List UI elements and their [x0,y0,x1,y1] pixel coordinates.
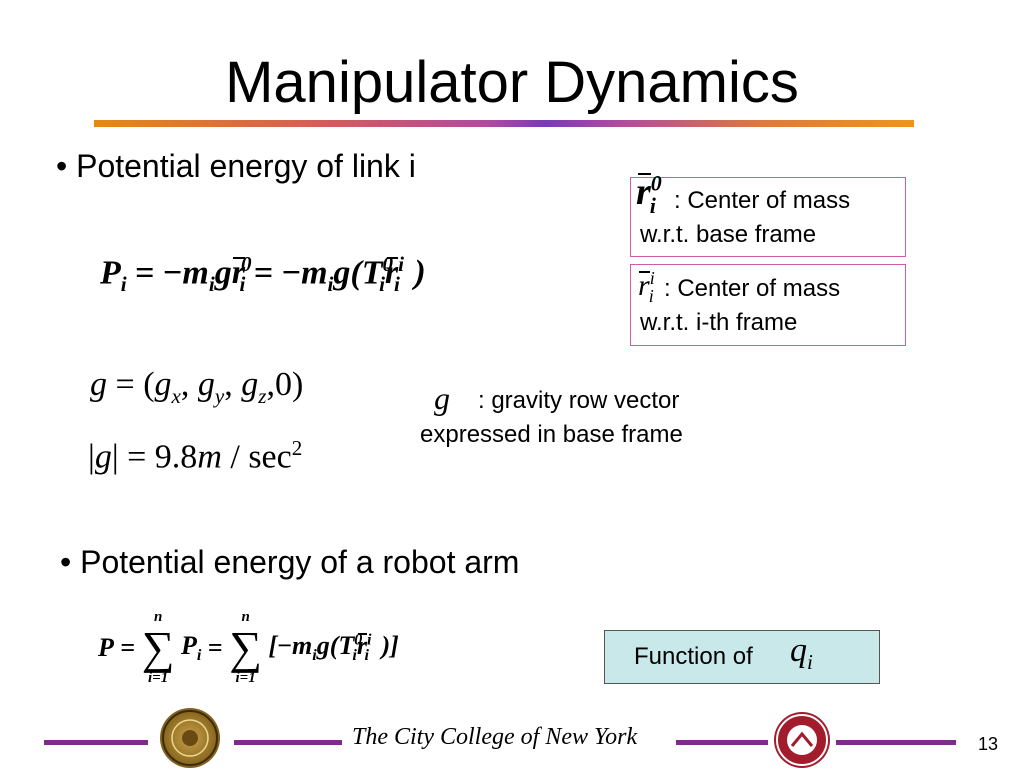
footer-line-right [836,740,956,745]
note-ith-line2: w.r.t. i-th frame [640,309,798,336]
link-energy-equation: Pi = −migr0i = −mig(T0irii ) [100,252,426,297]
symbol-g: g [434,380,450,416]
note-base-line2: w.r.t. base frame [640,221,817,248]
footer-line-left [44,740,148,745]
symbol-q-i: qi [790,632,813,674]
bullet-link-energy: • Potential energy of link i [56,146,416,186]
page-number: 13 [978,734,999,754]
gravity-vector-equation: g = (gx, gy, gz,0) [90,366,304,408]
bullet-text: Potential energy of link i [76,148,416,184]
bullet-text: Potential energy of a robot arm [80,544,520,580]
robotics-lab-seal-icon [774,712,830,768]
symbol-r-i-0: r0i [636,170,662,218]
title-underline [94,120,914,127]
bullet-dot: • [56,148,68,184]
note-box-base-frame [630,177,906,257]
summation-1: n ∑ i=1 [141,609,175,686]
college-seal-icon [160,708,220,768]
gravity-note-line1: : gravity row vector [478,387,680,414]
footer-line-mid-right [676,740,768,745]
summation-2: n ∑ i=1 [229,609,263,686]
bullet-dot: • [60,544,72,580]
gravity-magnitude-equation: |g| = 9.8m / sec2 [88,436,303,476]
gravity-note-line2: expressed in base frame [420,421,683,448]
slide-title: Manipulator Dynamics [225,50,799,115]
footer-line-mid-left [234,740,342,745]
function-of-box [604,630,880,684]
note-base-line1: : Center of mass [674,187,851,214]
function-of-label: Function of [634,643,753,670]
footer-institution: The City College of New York [352,724,638,750]
note-box-ith-frame [630,264,906,346]
note-ith-line1: : Center of mass [664,275,841,302]
symbol-r-i-i: rii [638,268,655,306]
bullet-arm-energy: • Potential energy of a robot arm [60,542,519,582]
arm-energy-equation: P = n ∑ i=1 Pi = n ∑ i=1 [−mig(T0irii )] [98,609,399,686]
